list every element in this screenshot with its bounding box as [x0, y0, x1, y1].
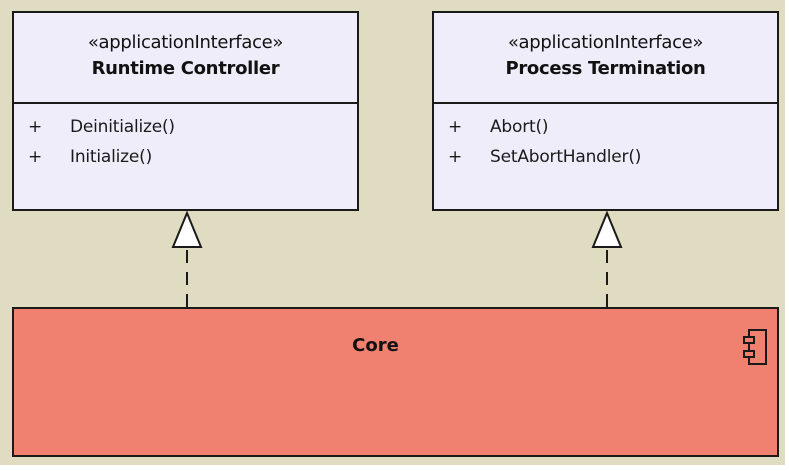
operation-visibility: + — [448, 147, 463, 167]
interface-name: Runtime Controller — [91, 58, 280, 79]
operations-compartment: + Abort() + SetAbortHandler() — [434, 104, 777, 172]
operation-name: SetAbortHandler() — [490, 147, 642, 167]
interface-header: «applicationInterface» Runtime Controlle… — [14, 13, 357, 104]
interface-stereotype: «applicationInterface» — [87, 32, 284, 53]
operation-row[interactable]: + Initialize() — [14, 142, 357, 172]
interface-name: Process Termination — [505, 58, 706, 79]
operation-name: Abort() — [490, 117, 549, 137]
component-core[interactable]: Core — [12, 307, 779, 457]
interface-stereotype: «applicationInterface» — [507, 32, 704, 53]
operation-row[interactable]: + Deinitialize() — [14, 112, 357, 142]
operations-compartment: + Deinitialize() + Initialize() — [14, 104, 357, 172]
operation-visibility: + — [448, 117, 463, 137]
interface-runtime-controller[interactable]: «applicationInterface» Runtime Controlle… — [12, 11, 359, 211]
component-name: Core — [352, 335, 399, 356]
operation-visibility: + — [28, 147, 43, 167]
uml-component-icon — [743, 329, 767, 365]
interface-process-termination[interactable]: «applicationInterface» Process Terminati… — [432, 11, 779, 211]
operation-row[interactable]: + Abort() — [434, 112, 777, 142]
interface-header: «applicationInterface» Process Terminati… — [434, 13, 777, 104]
operation-name: Deinitialize() — [70, 117, 175, 137]
operation-row[interactable]: + SetAbortHandler() — [434, 142, 777, 172]
operation-visibility: + — [28, 117, 43, 137]
operation-name: Initialize() — [70, 147, 153, 167]
